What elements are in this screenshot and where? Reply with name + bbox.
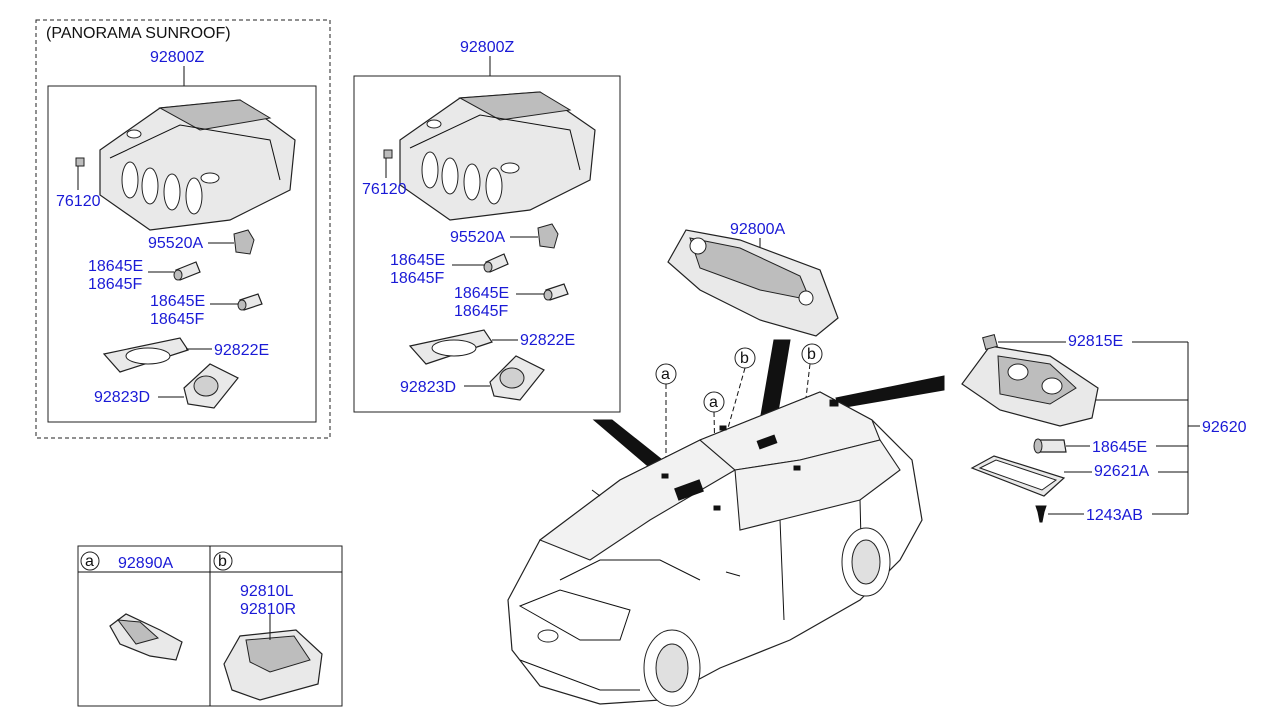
panel-dashed-border: [35, 19, 331, 439]
center-group: 92800A a a b b: [507, 221, 945, 707]
legend-part-b-1: 92810L: [240, 583, 293, 600]
panel-mid-border: [353, 75, 621, 413]
svg-text:a: a: [709, 394, 718, 411]
label-92822e-mid: 92822E: [520, 332, 575, 349]
assembly-label-mid: 92800Z: [460, 39, 514, 56]
marker-a-1: a: [655, 363, 677, 464]
label-92823d: 92823D: [94, 389, 150, 406]
lamp-housing-drawing: [961, 334, 1099, 427]
label-18645f-mid: 18645F: [390, 270, 444, 287]
panel-standard-roof: 92800Z 76120 95520A 18645E 18645F: [353, 39, 621, 413]
panel-panorama-sunroof: (PANORAMA SUNROOF) 92800Z 76120 95520A: [35, 19, 331, 439]
label-18645e: 18645E: [88, 258, 143, 275]
label-92822e: 92822E: [214, 342, 269, 359]
screw-1243ab-drawing: [1035, 505, 1047, 523]
label-92823d-mid: 92823D: [400, 379, 456, 396]
legend-lamp-a-drawing: [109, 613, 183, 661]
overhead-console-92800a-drawing: [667, 229, 839, 337]
label-92815e: 92815E: [1068, 333, 1123, 350]
lens-92822e-drawing-mid: [408, 329, 493, 365]
label-76120: 76120: [56, 193, 101, 210]
vehicle-drawing: [507, 391, 923, 707]
legend-lamp-b-drawing: [223, 614, 323, 701]
legend-table: a 92890A b 92810L 92810R: [77, 545, 343, 707]
bulb-18645-drawing-2: [237, 293, 263, 311]
label-92620: 92620: [1202, 419, 1247, 436]
bulb-18645-drawing-mid: [483, 253, 509, 273]
bulb-18645-drawing-mid-2: [543, 283, 569, 301]
panel-inner-border: [47, 85, 317, 423]
legend-part-b-2: 92810R: [240, 601, 296, 618]
label-18645e-mid-2: 18645E: [454, 285, 509, 302]
legend-marker-b: [213, 551, 233, 571]
overhead-console-drawing-mid: [383, 91, 596, 221]
marker-b-1: b: [727, 347, 756, 429]
overhead-console-drawing: [75, 99, 296, 231]
right-group-92620: 92815E 18645E 92621A 1243AB 92620: [961, 333, 1247, 524]
label-76120-mid: 76120: [362, 181, 407, 198]
legend-letter-a: a: [85, 553, 94, 570]
assembly-label: 92800Z: [150, 49, 204, 66]
switch-95520a-drawing: [233, 229, 255, 255]
switch-95520a-drawing-mid: [537, 223, 559, 249]
label-1243ab: 1243AB: [1086, 507, 1143, 524]
label-18645f-2: 18645F: [150, 311, 204, 328]
cover-92823d-drawing: [183, 363, 239, 409]
label-92621a: 92621A: [1094, 463, 1149, 480]
panel-header: (PANORAMA SUNROOF): [46, 25, 231, 42]
svg-text:b: b: [740, 350, 749, 367]
label-18645e-mid: 18645E: [390, 252, 445, 269]
svg-text:a: a: [661, 366, 670, 383]
label-95520a: 95520A: [148, 235, 203, 252]
lens-92822e-drawing: [102, 337, 189, 373]
bulb-18645-drawing: [173, 261, 201, 281]
legend-marker-a: [80, 551, 100, 571]
leader-arrow-right-to-car: [835, 375, 945, 409]
label-92800a: 92800A: [730, 221, 785, 238]
svg-text:b: b: [807, 346, 816, 363]
label-95520a-mid: 95520A: [450, 229, 505, 246]
label-18645f-mid-2: 18645F: [454, 303, 508, 320]
label-18645e-right: 18645E: [1092, 439, 1147, 456]
legend-letter-b: b: [218, 553, 227, 570]
lens-92621a-drawing: [970, 455, 1066, 497]
legend-part-a: 92890A: [118, 555, 173, 572]
label-18645e-2: 18645E: [150, 293, 205, 310]
cover-92823d-drawing-mid: [489, 355, 545, 401]
label-18645f: 18645F: [88, 276, 142, 293]
bulb-18645e-right-drawing: [1033, 438, 1067, 454]
